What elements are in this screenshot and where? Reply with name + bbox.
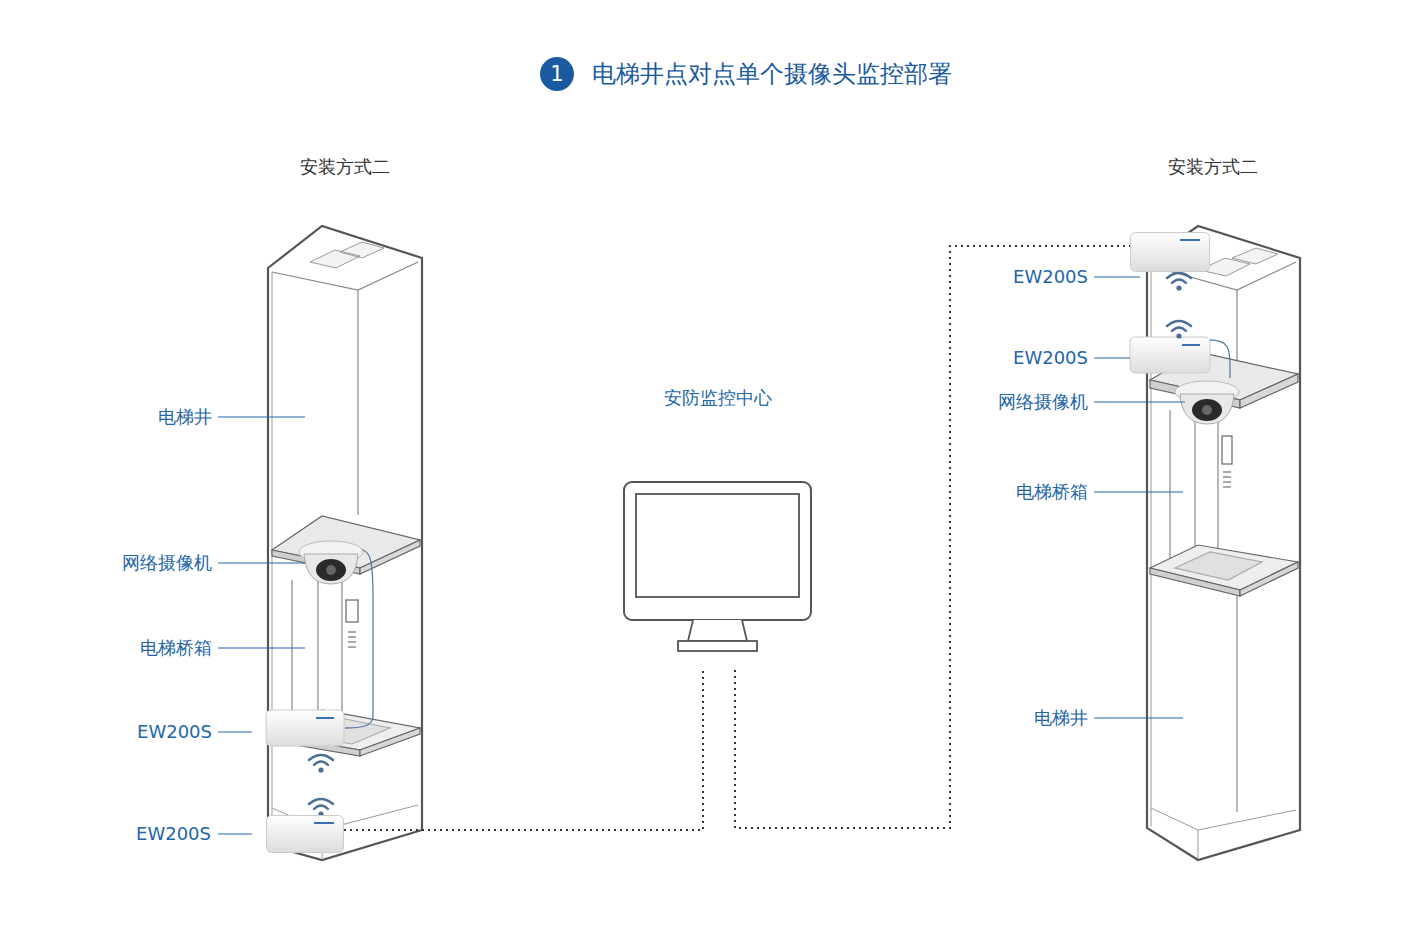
ew200s-device: [1182, 344, 1200, 346]
part-label: 电梯井: [1034, 707, 1088, 729]
elevator-car: [1222, 436, 1232, 464]
elevator-shaft: [1147, 226, 1300, 860]
ew200s-node: EW200S: [1130, 232, 1210, 272]
elevator-car: [346, 600, 358, 622]
monitor-shape: [636, 494, 799, 597]
elevator-shaft: [268, 226, 422, 860]
monitor-shape: [623, 481, 812, 652]
leader-lines: [1094, 277, 1185, 718]
wifi-symbol: [309, 755, 333, 773]
elevator-car: [1223, 472, 1231, 487]
elevator-car: [348, 632, 356, 647]
monitor-node: 安防监控中心: [623, 481, 812, 652]
elevator-car: [1170, 410, 1218, 560]
part-label: 电梯井: [158, 406, 212, 428]
node-label: 安防监控中心: [664, 387, 772, 409]
diagram-title: 电梯井点对点单个摄像头监控部署: [592, 60, 952, 89]
monitor-shape: [678, 641, 757, 651]
elevator-car: [1150, 352, 1298, 596]
monitor-shape: [624, 482, 811, 620]
elevator-shaft: [357, 290, 358, 515]
ew200s-device: [266, 710, 344, 746]
device-shape: [1131, 233, 1210, 272]
device-shape: [1130, 232, 1210, 272]
ew200s-device: [1130, 337, 1210, 373]
elevator-shaft: [272, 262, 418, 290]
cable: [1210, 340, 1230, 378]
install-label: 安装方式二: [1168, 156, 1258, 178]
elevator-shaft: [310, 242, 384, 268]
part-label: 网络摄像机: [122, 552, 212, 574]
camera: [299, 541, 363, 584]
part-label: EW200S: [1013, 347, 1088, 369]
elevator-shaft: [1200, 248, 1278, 276]
callout-number: 1: [540, 57, 574, 91]
node-label: EW200S: [136, 823, 211, 845]
ew200s-device: [266, 710, 344, 746]
install-label: 安装方式二: [300, 156, 390, 178]
elevator-car: [1175, 552, 1262, 580]
device-shape: [314, 822, 334, 824]
device-shape: [266, 815, 344, 853]
wifi-symbol: [309, 799, 333, 817]
ew200s-device: [316, 717, 334, 719]
elevator-shaft: [272, 272, 273, 842]
elevator-shaft: [1147, 226, 1300, 860]
part-label: 电梯桥箱: [140, 637, 212, 659]
elevator-shaft: [1198, 830, 1199, 858]
part-label: EW200S: [137, 721, 212, 743]
part-label: 网络摄像机: [998, 391, 1088, 413]
wifi-symbol: [1167, 273, 1191, 291]
ew200s-device: [1130, 337, 1210, 373]
wifi-symbol: [1167, 321, 1191, 339]
elevator-shaft: [268, 226, 422, 860]
elevator-car: [292, 572, 342, 720]
leader-lines: [218, 277, 1185, 834]
elevator-car: [1150, 545, 1298, 590]
elevator-car: [1240, 374, 1298, 408]
device-shape: [1180, 239, 1200, 241]
leader-lines: [218, 417, 305, 834]
part-label: 电梯桥箱: [1016, 481, 1088, 503]
node-label: EW200S: [1013, 266, 1088, 288]
dotted-link: [344, 670, 703, 830]
elevator-shaft: [1151, 808, 1296, 830]
device-shape: [267, 816, 344, 853]
monitor-shape: [688, 620, 747, 641]
ew200s-node: EW200S: [266, 815, 344, 853]
